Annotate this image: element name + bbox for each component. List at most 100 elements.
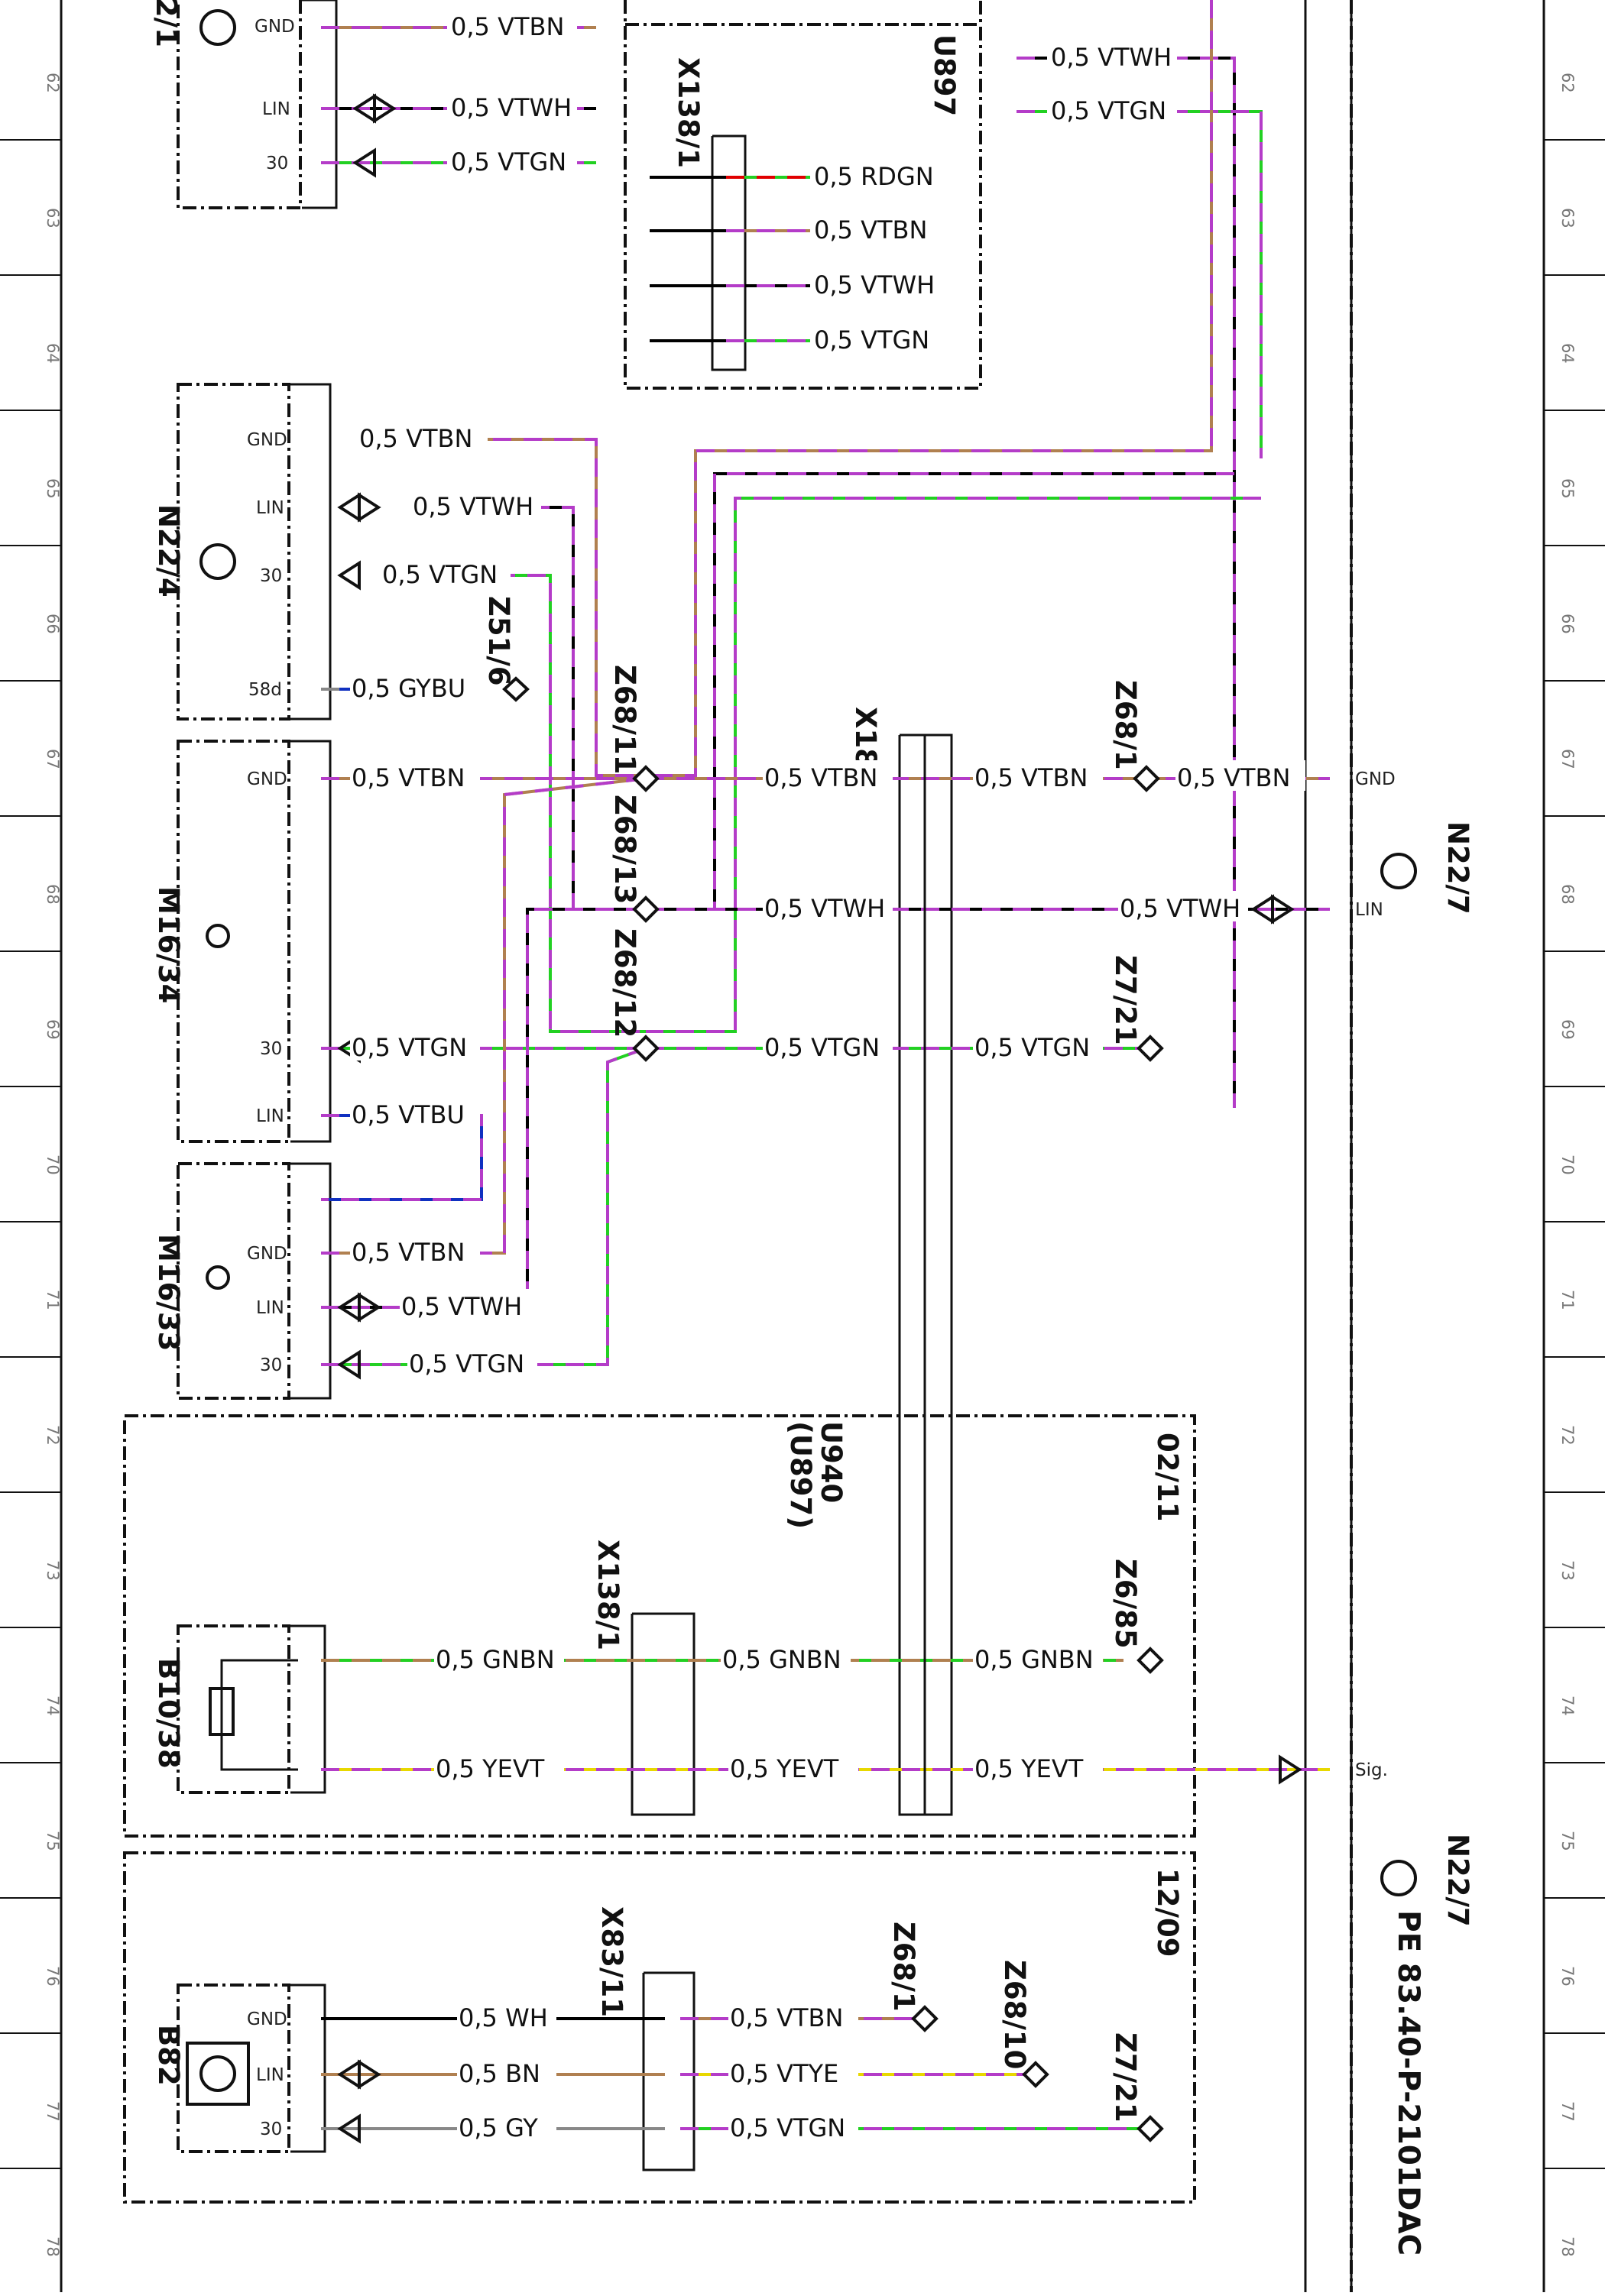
z68-12-node: [632, 1035, 660, 1062]
z7-21-b-node: [1136, 2115, 1164, 2142]
lin-arrow-icon: [337, 492, 361, 523]
date-code-bottom: 12/09: [1151, 1868, 1184, 1958]
z68-1-label: Z68/1: [1109, 680, 1142, 770]
pin-name: LIN: [1355, 900, 1383, 920]
wire-label: 0,5 VTYE: [730, 2059, 838, 2088]
n22-4-outline: [177, 383, 290, 721]
wire-label: 0,5 VTGN: [974, 1033, 1090, 1062]
z68-11-label: Z68/11: [608, 665, 641, 774]
z68-1-label: Z68/1: [887, 1922, 920, 2012]
z68-13-node: [632, 895, 660, 923]
n22-7-label: N22/7: [1441, 1834, 1474, 1927]
pin-name: GND: [1355, 769, 1396, 789]
row-number: 71: [1558, 1290, 1577, 1310]
z51-6-label: Z51/6: [482, 596, 515, 686]
wire-label: 0,5 VTWH: [451, 93, 572, 122]
lin-arrows: [337, 93, 1295, 2090]
pin-name: 30: [260, 1039, 282, 1059]
row-number: 65: [44, 478, 62, 499]
z68-1-a-node: [1133, 765, 1160, 792]
wire-label: 0,5 WH: [459, 2003, 548, 2032]
x18-label: X18: [849, 707, 882, 768]
row-number: 71: [44, 1290, 62, 1310]
lin-arrow-icon: [358, 492, 381, 523]
row-number: 65: [1558, 478, 1577, 499]
row-number: 70: [1558, 1154, 1577, 1175]
pin-name: 58d: [248, 680, 282, 700]
wire-label: 0,5 VTBN: [359, 424, 472, 453]
ruler-ticks: [0, 139, 1605, 2169]
pin-name: GND: [247, 769, 287, 789]
z68-12-label: Z68/12: [608, 928, 641, 1038]
wire-label: 0,5 VTBN: [730, 2003, 843, 2032]
u897-paren-label: (U897): [784, 1421, 817, 1529]
z6-85-node: [1136, 1647, 1164, 1674]
row-number: 76: [44, 1966, 62, 1987]
z51-6-node: [502, 676, 530, 702]
pin-name: 30: [260, 566, 282, 586]
resistor-icon: [209, 1687, 235, 1736]
row-number: 62: [44, 73, 62, 93]
row-number: 69: [1558, 1019, 1577, 1040]
u940-label: U940: [815, 1421, 848, 1503]
x18-body: [898, 733, 953, 1816]
wire-label: 0,5 RDGN: [814, 162, 934, 191]
wire-label: 0,5 YEVT: [730, 1754, 839, 1783]
row-number: 70: [44, 1154, 62, 1175]
wire-label: 0,5 YEVT: [974, 1754, 1084, 1783]
pin-name: LIN: [256, 1298, 284, 1318]
b10-38-label: B10/38: [152, 1658, 185, 1769]
pin-name: 30: [260, 2120, 282, 2139]
lin-arrow-icon: [1271, 894, 1295, 925]
lin-arrow-icon: [358, 1292, 381, 1323]
device-symbols: [186, 9, 1417, 2106]
wire-label: 0,5 GNBN: [436, 1645, 555, 1674]
m2-1-outline: [177, 0, 302, 209]
wire-label: 0,5 BN: [459, 2059, 540, 2088]
row-number: 67: [44, 749, 62, 769]
z68-10-label: Z68/10: [998, 1960, 1031, 2069]
pin-name: Sig.: [1355, 1760, 1388, 1780]
m2-1-label: M2/1: [150, 0, 183, 47]
b10-38-outline: [177, 1624, 290, 1794]
nodes: [502, 676, 1164, 2142]
pin-name: 30: [260, 1355, 282, 1375]
row-number: 67: [1558, 749, 1577, 769]
wire-label: 0,5 VTBN: [814, 215, 927, 244]
reference-label: PE 83.40-P-2101DAC: [1391, 1910, 1425, 2256]
m16-34-outline: [177, 740, 290, 1143]
row-number: 75: [44, 1831, 62, 1851]
pin-name: GND: [247, 2009, 287, 2029]
row-number: 66: [44, 614, 62, 634]
row-number: 78: [44, 2236, 62, 2257]
x138-1-label: X138/1: [672, 57, 705, 168]
wire-labels: 0,5 VTBN 0,5 VTWH 0,5 VTGN 0,5 VTWH 0,5 …: [350, 9, 1305, 2142]
z68-1-b-node: [911, 2005, 939, 2032]
row-number: 77: [1558, 2101, 1577, 2122]
pin-name: GND: [247, 1244, 287, 1264]
row-number: 72: [1558, 1425, 1577, 1446]
row-number: 63: [44, 208, 62, 228]
pin-name: LIN: [256, 2065, 284, 2085]
wire-label: 0,5 VTGN: [352, 1033, 467, 1062]
wire-label: 0,5 VTWH: [401, 1292, 522, 1321]
wire-label: 0,5 VTGN: [409, 1349, 524, 1378]
component-outlines: [123, 0, 1196, 2204]
row-number: 75: [1558, 1831, 1577, 1851]
row-number: 62: [1558, 73, 1577, 93]
row-number: 72: [44, 1425, 62, 1446]
row-number: 73: [1558, 1560, 1577, 1581]
wire-label: 0,5 YEVT: [436, 1754, 545, 1783]
wires: [220, 0, 1330, 2130]
wire-label: 0,5 VTGN: [382, 560, 498, 589]
wire-label: 0,5 VTBN: [974, 763, 1088, 792]
pin-names: GND LIN 30 GND LIN 30 58d GND 30 LIN GND…: [247, 17, 1396, 2139]
x83-11-label: X83/11: [595, 1906, 628, 2017]
x138-1-bottom-body: [631, 1612, 696, 1816]
wire-label: 0,5 VTGN: [764, 1033, 880, 1062]
row-number: 76: [1558, 1966, 1577, 1987]
z6-85-label: Z6/85: [1109, 1559, 1142, 1649]
wire-label: 0,5 VTGN: [730, 2113, 845, 2142]
row-number: 77: [44, 2101, 62, 2122]
transistor-icon: [199, 2055, 236, 2092]
